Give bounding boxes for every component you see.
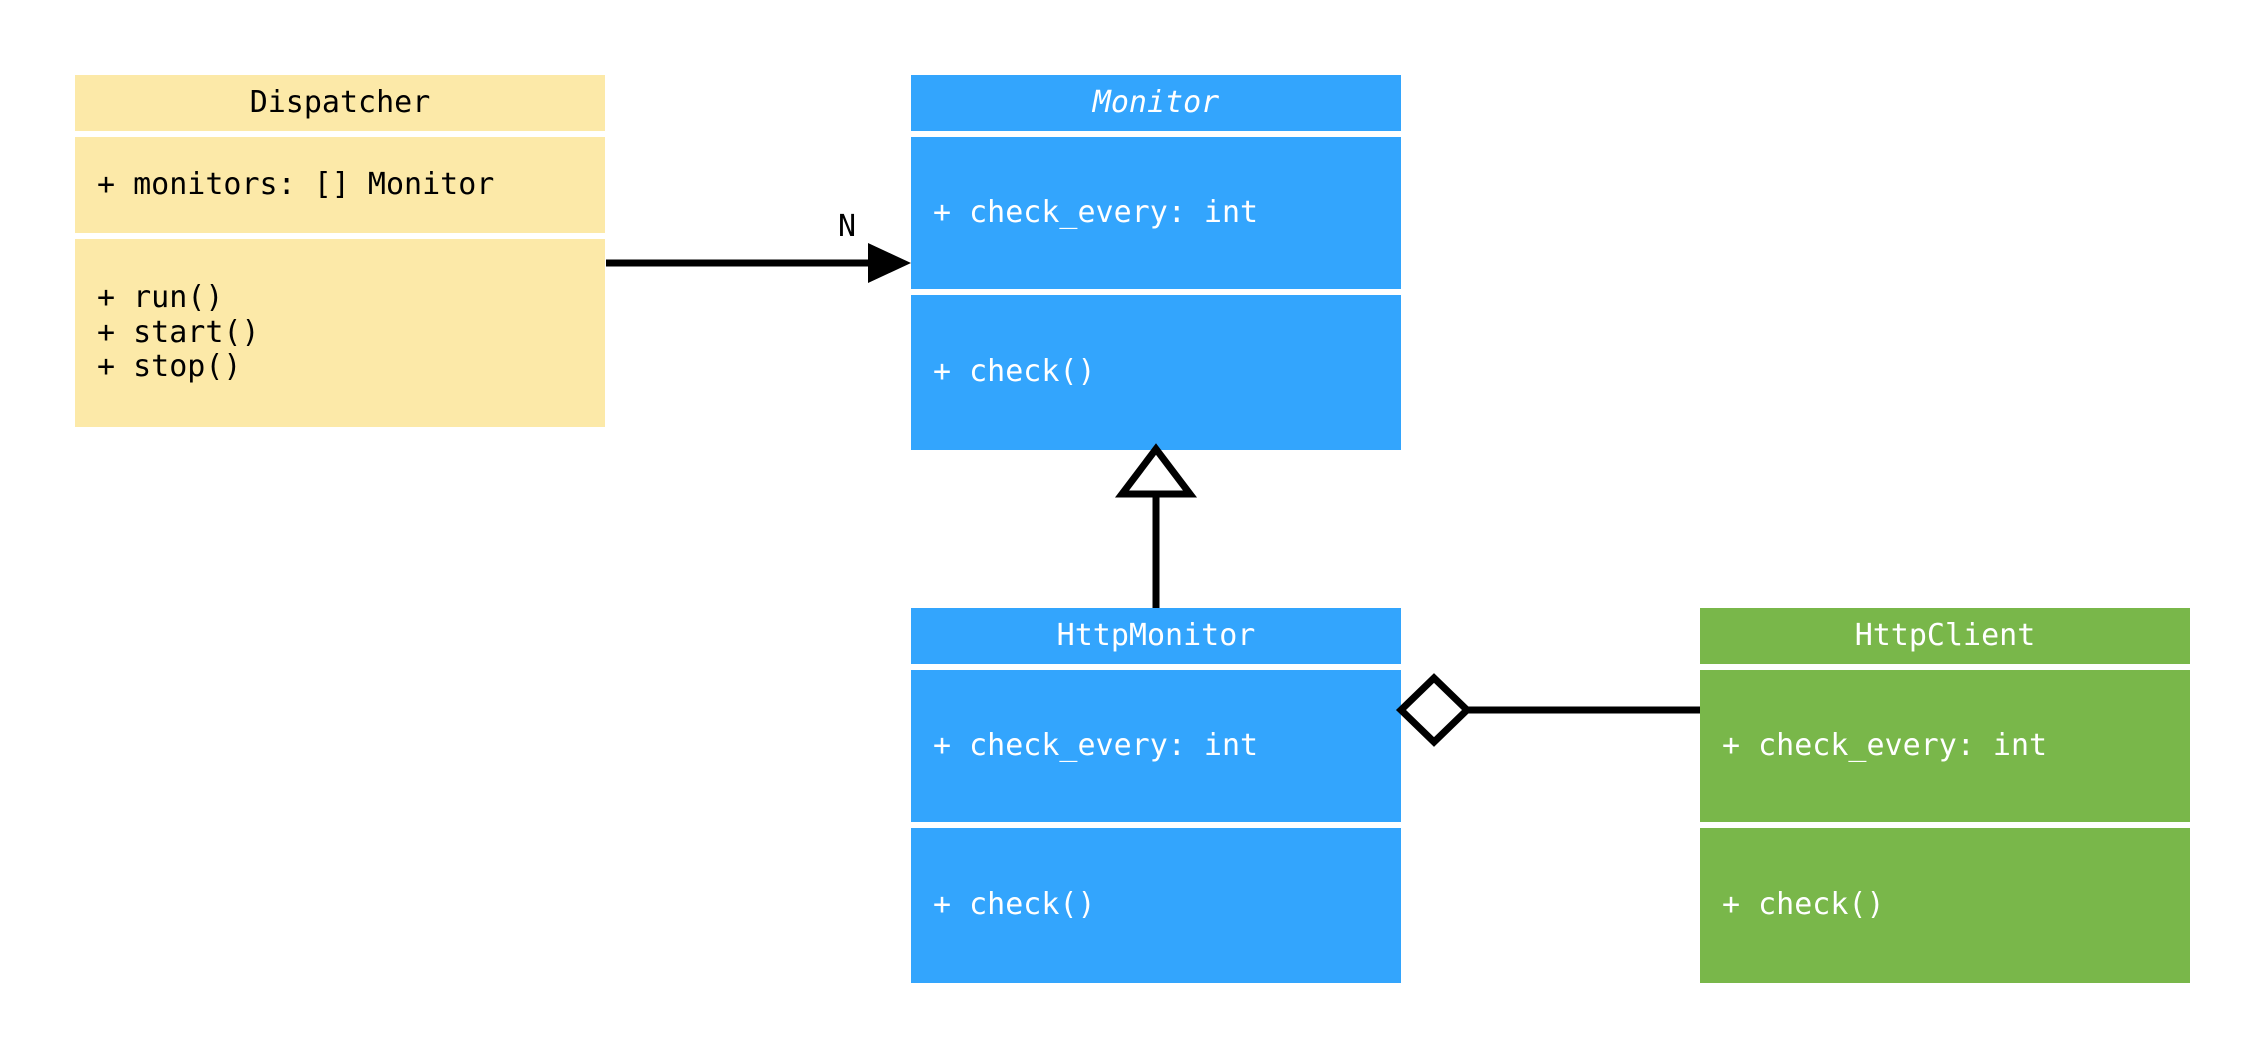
compartment-divider bbox=[75, 233, 605, 239]
compartment-divider bbox=[911, 131, 1401, 137]
method-row: + run() bbox=[97, 280, 224, 316]
class-attributes-dispatcher: + monitors: [] Monitor bbox=[75, 137, 605, 233]
attribute-row: + check_every: int bbox=[1722, 727, 2048, 763]
class-attributes-monitor: + check_every: int bbox=[911, 137, 1401, 289]
method-row: + check() bbox=[933, 887, 1096, 923]
hollow-diamond-icon bbox=[1395, 673, 1473, 747]
method-row: + start() bbox=[97, 314, 260, 350]
compartment-divider bbox=[1700, 822, 2190, 828]
class-name-text: Dispatcher bbox=[249, 85, 431, 120]
class-name-text: HttpClient bbox=[1854, 618, 2036, 653]
method-row: + stop() bbox=[97, 349, 242, 385]
hollow-triangle-icon bbox=[1114, 443, 1198, 498]
attribute-row: + check_every: int bbox=[933, 727, 1259, 763]
compartment-divider bbox=[911, 289, 1401, 295]
method-row: + check() bbox=[1722, 887, 1885, 923]
class-methods-http-monitor: + check() bbox=[911, 828, 1401, 983]
class-name-text: HttpMonitor bbox=[1056, 618, 1256, 653]
method-row: + check() bbox=[933, 354, 1096, 390]
class-methods-dispatcher: + run() + start() + stop() bbox=[75, 239, 605, 427]
class-box-dispatcher[interactable]: Dispatcher + monitors: [] Monitor + run(… bbox=[75, 75, 605, 427]
class-box-monitor[interactable]: Monitor + check_every: int + check() bbox=[911, 75, 1401, 450]
compartment-divider bbox=[75, 131, 605, 137]
compartment-divider bbox=[911, 822, 1401, 828]
class-attributes-http-client: + check_every: int bbox=[1700, 670, 2190, 822]
relation-httpmonitor-to-httpclient bbox=[1395, 673, 1700, 747]
edge-label-multiplicity: N bbox=[838, 209, 857, 244]
attribute-row: + monitors: [] Monitor bbox=[97, 166, 495, 202]
solid-arrow-icon bbox=[868, 243, 911, 283]
compartment-divider bbox=[1700, 664, 2190, 670]
class-title-monitor: Monitor bbox=[911, 75, 1401, 131]
class-box-http-monitor[interactable]: HttpMonitor + check_every: int + check() bbox=[911, 608, 1401, 983]
compartment-divider bbox=[911, 664, 1401, 670]
relation-httpmonitor-to-monitor bbox=[1114, 443, 1198, 608]
class-methods-monitor: + check() bbox=[911, 295, 1401, 450]
class-title-http-monitor: HttpMonitor bbox=[911, 608, 1401, 664]
class-methods-http-client: + check() bbox=[1700, 828, 2190, 983]
class-attributes-http-monitor: + check_every: int bbox=[911, 670, 1401, 822]
class-box-http-client[interactable]: HttpClient + check_every: int + check() bbox=[1700, 608, 2190, 983]
attribute-row: + check_every: int bbox=[933, 194, 1259, 230]
class-title-dispatcher: Dispatcher bbox=[75, 75, 605, 131]
class-title-http-client: HttpClient bbox=[1700, 608, 2190, 664]
class-name-text: Monitor bbox=[1092, 85, 1220, 120]
relation-dispatcher-to-monitor bbox=[606, 243, 911, 283]
